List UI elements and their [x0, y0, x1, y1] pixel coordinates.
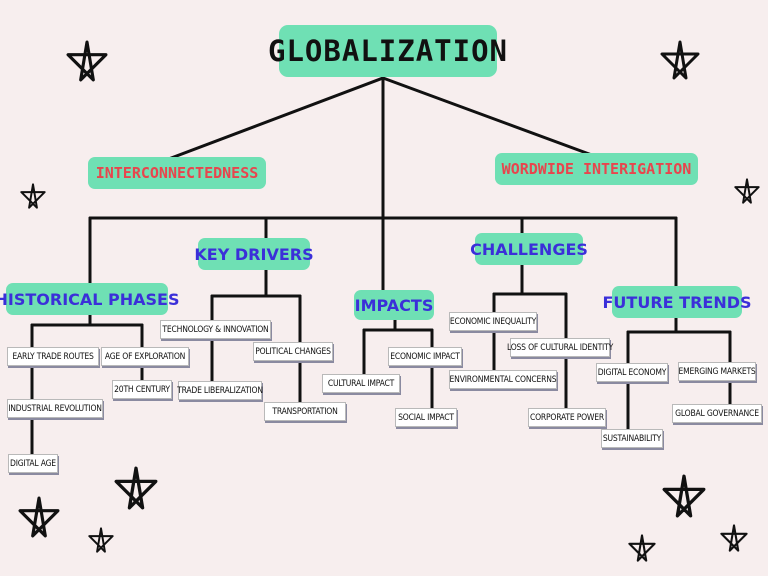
category-key-drivers: KEY DRIVERS	[194, 238, 314, 270]
category-historical-phases: HISTORICAL PHASES	[0, 283, 180, 315]
leaf-environmental-concerns: ENVIRONMENTAL CONCERNS	[449, 370, 557, 389]
branch-worldwide-integration: WORDWIDE INTERIGATION	[495, 153, 698, 185]
leaf-20th-century: 20TH CENTURY	[112, 380, 172, 399]
star-doodle-icon	[720, 524, 748, 552]
star-doodle-icon	[20, 183, 46, 209]
category-challenges: CHALLENGES	[470, 233, 588, 265]
category-future-trends: FUTURE TRENDS	[603, 286, 752, 318]
star-doodle-icon	[734, 178, 760, 204]
category-impacts: IMPACTS	[354, 290, 434, 320]
leaf-sustainability: SUSTAINABILITY	[601, 429, 663, 448]
star-doodle-icon	[660, 40, 700, 80]
leaf-corporate-power: CORPORATE POWER	[528, 408, 606, 427]
leaf-economic-impact: ECONOMIC IMPACT	[388, 347, 462, 366]
star-doodle-icon	[662, 474, 706, 518]
leaf-age-of-exploration: AGE OF EXPLORATION	[101, 347, 189, 366]
leaf-transportation: TRANSPORTATION	[264, 402, 346, 421]
star-doodle-icon	[88, 527, 114, 553]
leaf-economic-inequality: ECONOMIC INEQUALITY	[449, 312, 537, 331]
star-doodle-icon	[628, 534, 656, 562]
star-doodle-icon	[66, 40, 108, 82]
branch-interconnectedness: INTERCONNECTEDNESS	[88, 157, 266, 189]
leaf-loss-of-cultural-identity: LOSS OF CULTURAL IDENTITY	[507, 338, 613, 357]
leaf-technology-innovation: TECHNOLOGY & INNOVATION	[160, 320, 271, 339]
leaf-political-changes: POLITICAL CHANGES	[253, 342, 333, 361]
leaf-digital-economy: DIGITAL ECONOMY	[596, 363, 668, 382]
leaf-industrial-revolution: INDUSTRIAL REVOLUTION	[7, 399, 103, 418]
leaf-global-governance: GLOBAL GOVERNANCE	[672, 404, 762, 423]
central-topic: GLOBALIZATION	[268, 25, 507, 77]
leaf-emerging-markets: EMERGING MARKETS	[678, 362, 756, 381]
leaf-cultural-impact: CULTURAL IMPACT	[322, 374, 400, 393]
leaf-social-impact: SOCIAL IMPACT	[395, 408, 457, 427]
leaf-digital-age: DIGITAL AGE	[8, 454, 58, 473]
star-doodle-icon	[18, 496, 60, 538]
leaf-early-trade-routes: EARLY TRADE ROUTES	[7, 347, 99, 366]
leaf-trade-liberalization: TRADE LIBERALIZATION	[177, 381, 263, 400]
star-doodle-icon	[114, 466, 158, 510]
